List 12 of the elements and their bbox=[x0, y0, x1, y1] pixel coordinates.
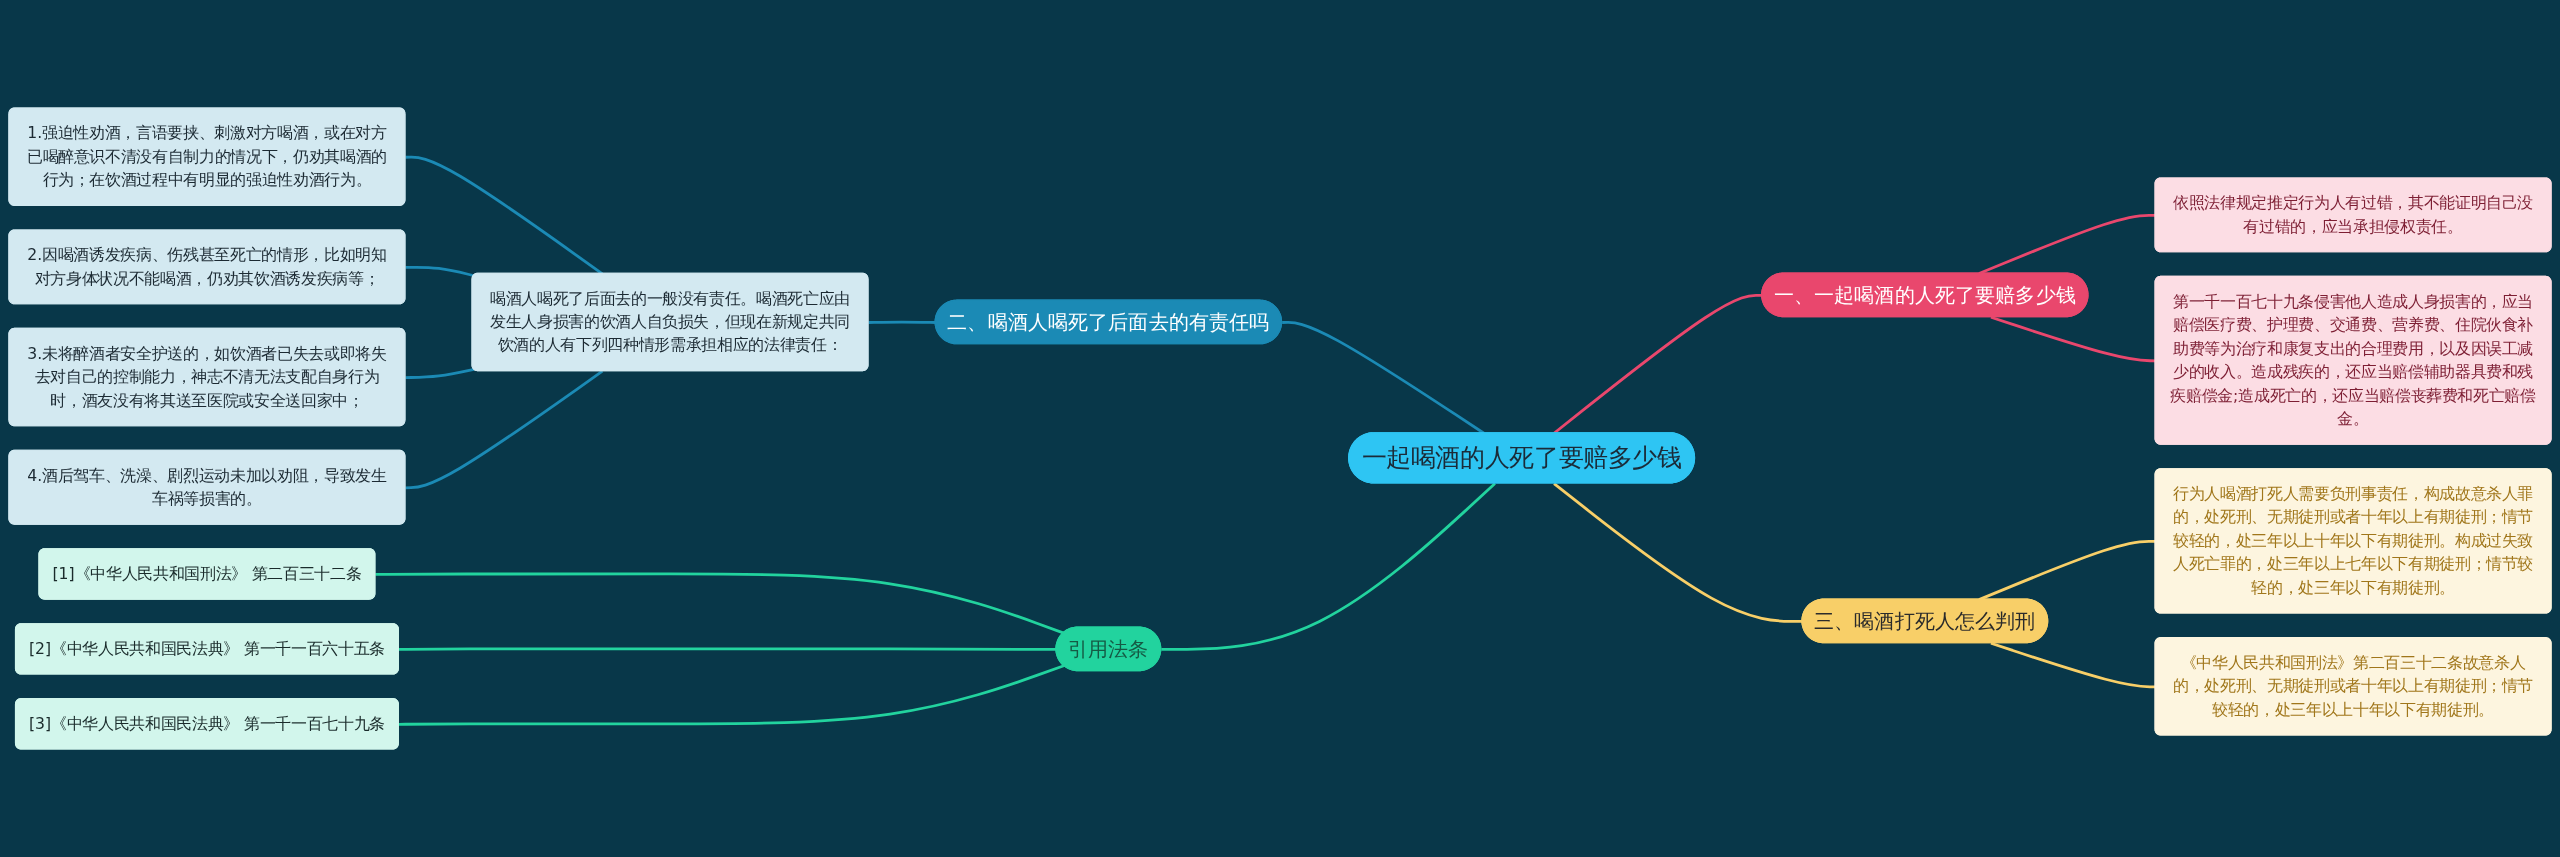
connector bbox=[1161, 482, 1496, 651]
connector bbox=[375, 572, 1065, 635]
connector bbox=[405, 370, 604, 490]
connector bbox=[405, 155, 604, 275]
connector bbox=[1990, 641, 2156, 689]
connector bbox=[1978, 539, 2156, 601]
connector bbox=[1978, 213, 2156, 275]
connector bbox=[398, 664, 1065, 726]
connector bbox=[868, 320, 936, 324]
connector bbox=[405, 367, 475, 379]
connector bbox=[405, 265, 475, 278]
connector bbox=[1990, 315, 2156, 363]
